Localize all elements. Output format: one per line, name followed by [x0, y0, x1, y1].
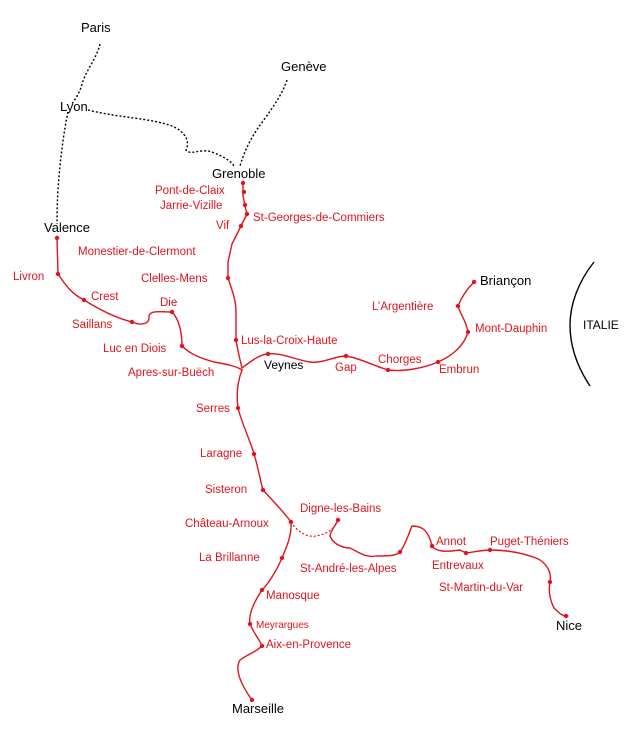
stop-chateau-arnoux [288, 519, 294, 525]
station-label-livron: Livron [13, 271, 44, 283]
station-label-crest: Crest [91, 291, 119, 303]
stop-serres [235, 405, 241, 411]
lyon-valence-connection [56, 111, 69, 225]
stop-grenoble [240, 180, 246, 186]
stop-livron [55, 271, 61, 277]
stop-manosque [259, 587, 265, 593]
station-label-mont-dauphin: Mont-Dauphin [475, 323, 547, 335]
station-label-sisteron: Sisteron [205, 484, 247, 496]
city-label-briancon: Briançon [480, 273, 531, 288]
italy-border-line [569, 261, 595, 387]
stop-jarrie-vizille [242, 202, 248, 208]
stop-embrun [385, 367, 391, 373]
station-label-manosque: Manosque [266, 590, 320, 602]
stop-veynes [265, 351, 271, 357]
station-label-embrun: Embrun [439, 364, 479, 376]
station-label-la-brillanne: La Brillanne [199, 552, 260, 564]
station-label-monestier: Monestier-de-Clermont [78, 246, 196, 258]
stop-mont-dauphin [465, 329, 471, 335]
station-label-puget: Puget-Théniers [490, 536, 569, 548]
stop-lus [233, 337, 239, 343]
stop-aix [259, 643, 265, 649]
station-label-clelles: Clelles-Mens [141, 273, 208, 285]
stop-puget [487, 547, 493, 553]
stop-nice [563, 613, 569, 619]
station-label-annot: Annot [436, 536, 467, 548]
station-label-jarrie-vizille: Jarrie-Vizille [160, 200, 222, 212]
station-label-aix: Aix-en-Provence [266, 639, 351, 651]
stop-meyrargues [247, 621, 253, 627]
station-label-pont-de-claix: Pont-de-Claix [155, 185, 225, 197]
stop-sisteron [260, 487, 266, 493]
rail-chateau-arnoux-digne [290, 519, 339, 537]
stop-die [169, 309, 175, 315]
station-label-vif: Vif [216, 220, 230, 232]
city-label-paris: Paris [81, 20, 111, 35]
station-label-entrevaux: Entrevaux [432, 560, 484, 572]
stop-digne [335, 517, 341, 523]
geneve-grenoble-connection [239, 79, 288, 167]
station-label-argentiere: L’Argentière [372, 301, 433, 313]
station-label-saillans: Saillans [72, 319, 113, 331]
stop-st-andre [397, 549, 403, 555]
station-label-chorges: Chorges [378, 354, 422, 366]
paris-lyon-connection [71, 43, 101, 105]
rail-grenoble-veynes [227, 181, 248, 369]
station-label-laragne: Laragne [200, 448, 242, 460]
station-label-luc: Luc en Diois [103, 343, 167, 355]
stop-valence [54, 235, 60, 241]
stop-st-georges [244, 211, 250, 217]
station-label-digne: Digne-les-Bains [300, 503, 381, 515]
stop-argentiere [455, 303, 461, 309]
station-stops [54, 180, 569, 703]
stop-laragne [251, 451, 257, 457]
rail-digne-spur [329, 519, 339, 537]
station-label-st-andre: St-André-les-Alpes [300, 563, 397, 575]
station-label-apres: Apres-sur-Buëch [128, 367, 214, 379]
station-label-gap: Gap [335, 362, 357, 374]
stop-clelles [225, 275, 231, 281]
stop-vif [238, 223, 244, 229]
city-label-marseille: Marseille [232, 701, 284, 716]
stop-chorges [435, 359, 441, 365]
station-label-chateau-arnoux: Château-Arnoux [185, 518, 269, 530]
stop-st-martin [547, 579, 553, 585]
city-label-veynes: Veynes [264, 358, 303, 372]
stop-marseille [249, 697, 255, 703]
station-label-meyrargues: Meyrargues [256, 620, 309, 631]
stop-gap [343, 353, 349, 359]
city-label-grenoble: Grenoble [212, 166, 265, 181]
border-label-italie: ITALIE [583, 318, 619, 332]
stop-entrevaux [463, 550, 469, 556]
city-label-geneve: Genève [281, 59, 327, 74]
city-label-valence: Valence [44, 220, 90, 235]
stop-briancon [471, 279, 477, 285]
station-label-die: Die [160, 297, 177, 309]
stop-pont-de-claix [241, 189, 247, 195]
station-label-serres: Serres [196, 403, 230, 415]
stop-saillans [129, 319, 135, 325]
city-label-lyon: Lyon [60, 99, 88, 114]
stop-luc [179, 343, 185, 349]
stop-annot [429, 543, 435, 549]
station-label-st-martin: St-Martin-du-Var [439, 582, 523, 594]
lyon-grenoble-connection [87, 109, 235, 167]
station-label-st-georges: St-Georges-de-Commiers [253, 212, 385, 224]
city-label-nice: Nice [556, 618, 582, 633]
station-label-lus: Lus-la-Croix-Haute [241, 335, 338, 347]
stop-crest [81, 297, 87, 303]
stop-la-brillanne [279, 555, 285, 561]
